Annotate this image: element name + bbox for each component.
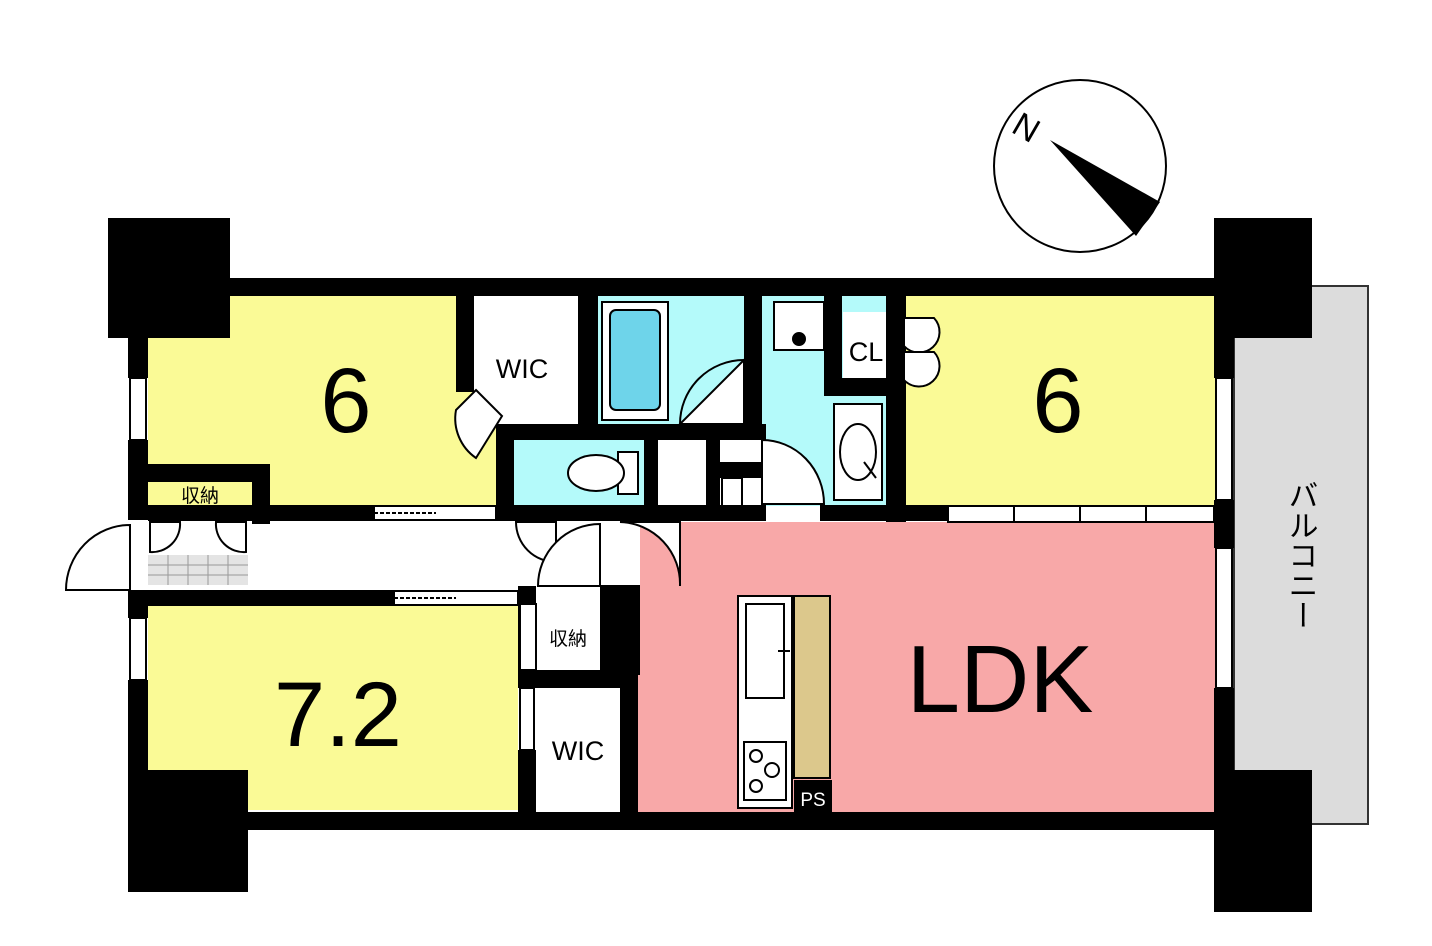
compass-needle-icon [1050,140,1160,236]
closet-label: CL [849,337,884,367]
genkan-floor [148,555,248,585]
doors[interactable] [64,317,941,751]
wic-bottom-door[interactable] [519,687,535,751]
bedroom-bottom-left-label: 7.2 [274,664,402,766]
ldk-door[interactable] [619,521,682,587]
storage-entrance-grid [148,555,248,585]
ldk-sliding-partition [947,505,1215,523]
wic-bottom-floor [536,688,620,810]
storage-entrance-door-left[interactable] [149,521,182,554]
windows [129,377,1233,689]
bathroom-door-arc [679,359,745,425]
bathroom-door[interactable] [677,357,745,425]
wash-basin [833,403,883,501]
kitchen [737,595,831,809]
wic-top-floor [474,296,578,424]
pipe-space-label: PS [800,790,825,811]
bedroom-top-right-label: 6 [1032,350,1083,452]
bedroom-top-left-label: 6 [320,350,371,452]
wic-top-label: WIC [496,354,548,384]
closet-door[interactable] [903,317,941,354]
hall-door[interactable] [536,522,601,587]
balcony-floor [1233,285,1369,825]
storage-entrance-label: 収納 [181,485,219,507]
storage-entrance-door-right[interactable] [214,521,247,554]
bedroom-top-right-floor [905,296,1215,506]
toilet [567,451,639,495]
kitchen-counter [793,595,831,779]
washing-machine [773,301,825,351]
compass: N [993,79,1167,253]
storage-hall-floor [536,605,600,675]
storage-hall-door[interactable] [519,603,537,671]
closet-door-2[interactable] [903,351,941,388]
bathtub [601,301,669,421]
wic-bottom-label: WIC [552,736,604,766]
storage-hall-label: 収納 [549,628,587,650]
wic-top-door[interactable] [454,388,504,460]
balcony-label: バルコニー [1284,480,1317,630]
washroom-door[interactable] [761,438,826,505]
wash-storage-door[interactable] [721,477,743,507]
ldk-label: LDK [907,626,1094,733]
hall-sliding-doors [373,505,519,606]
entrance-door[interactable] [64,523,131,591]
